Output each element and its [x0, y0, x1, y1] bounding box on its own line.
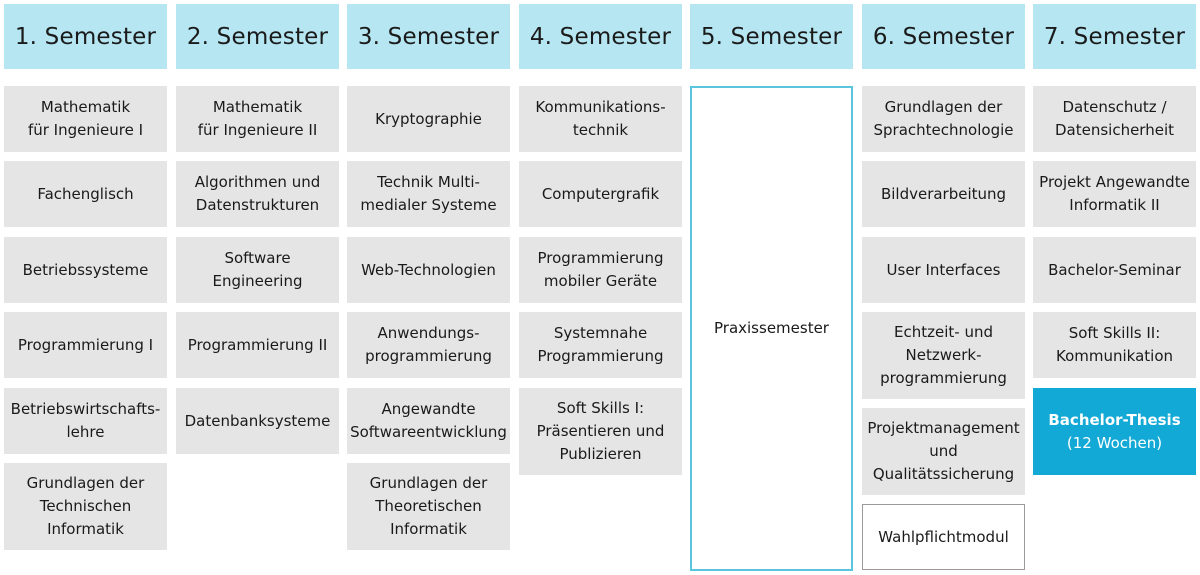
- module-bildverarbeitung: Bildverarbeitung: [862, 161, 1025, 227]
- semester-5-header: 5. Semester: [690, 4, 853, 69]
- module-programmierung-1: Programmierung I: [4, 312, 167, 378]
- module-datenschutz: Datenschutz / Datensicherheit: [1033, 86, 1196, 152]
- module-soft-skills-2: Soft Skills II: Kommunikation: [1033, 312, 1196, 378]
- semester-4-header: 4. Semester: [519, 4, 682, 69]
- module-praxissemester: Praxissemester: [690, 86, 853, 571]
- module-projektmanagement: Projektmanagement und Qualitätssicherung: [862, 408, 1025, 495]
- module-grundlagen-technische-informatik: Grundlagen der Technischen Informatik: [4, 463, 167, 550]
- module-technik-multimedialer-systeme: Technik Multi- medialer Systeme: [347, 161, 510, 227]
- module-programmierung-2: Programmierung II: [176, 312, 339, 378]
- bachelor-thesis-title: Bachelor-Thesis: [1048, 410, 1181, 429]
- module-fachenglisch: Fachenglisch: [4, 161, 167, 227]
- semester-6-header: 6. Semester: [862, 4, 1025, 69]
- module-kryptographie: Kryptographie: [347, 86, 510, 152]
- module-anwendungsprogrammierung: Anwendungs- programmierung: [347, 312, 510, 378]
- semester-3-header: 3. Semester: [347, 4, 510, 69]
- module-bachelor-thesis: Bachelor-Thesis (12 Wochen): [1033, 388, 1196, 475]
- semester-7-header: 7. Semester: [1033, 4, 1196, 69]
- module-angewandte-softwareentwicklung: Angewandte Softwareentwicklung: [347, 388, 510, 454]
- module-algorithmen-datenstrukturen: Algorithmen und Datenstrukturen: [176, 161, 339, 227]
- module-echtzeit-netzwerkprogrammierung: Echtzeit- und Netzwerk- programmierung: [862, 312, 1025, 399]
- bachelor-thesis-duration: (12 Wochen): [1066, 433, 1163, 452]
- module-software-engineering: Software Engineering: [176, 237, 339, 303]
- module-mathematik-1: Mathematik für Ingenieure I: [4, 86, 167, 152]
- module-user-interfaces: User Interfaces: [862, 237, 1025, 303]
- module-projekt-angewandte-informatik-2: Projekt Angewandte Informatik II: [1033, 161, 1196, 227]
- module-systemnahe-programmierung: Systemnahe Programmierung: [519, 312, 682, 378]
- module-datenbanksysteme: Datenbanksysteme: [176, 388, 339, 454]
- module-betriebssysteme: Betriebssysteme: [4, 237, 167, 303]
- module-programmierung-mobiler-geraete: Programmierung mobiler Geräte: [519, 237, 682, 303]
- module-bachelor-seminar: Bachelor-Seminar: [1033, 237, 1196, 303]
- module-betriebswirtschaftslehre: Betriebswirtschafts- lehre: [4, 388, 167, 454]
- module-mathematik-2: Mathematik für Ingenieure II: [176, 86, 339, 152]
- module-computergrafik: Computergrafik: [519, 161, 682, 227]
- module-grundlagen-theoretische-informatik: Grundlagen der Theoretischen Informatik: [347, 463, 510, 550]
- semester-1-header: 1. Semester: [4, 4, 167, 69]
- module-soft-skills-1: Soft Skills I: Präsentieren und Publizie…: [519, 388, 682, 475]
- module-wahlpflichtmodul: Wahlpflichtmodul: [862, 504, 1025, 570]
- semester-2-header: 2. Semester: [176, 4, 339, 69]
- module-kommunikationstechnik: Kommunikations- technik: [519, 86, 682, 152]
- module-grundlagen-sprachtechnologie: Grundlagen der Sprachtechnologie: [862, 86, 1025, 152]
- module-web-technologien: Web-Technologien: [347, 237, 510, 303]
